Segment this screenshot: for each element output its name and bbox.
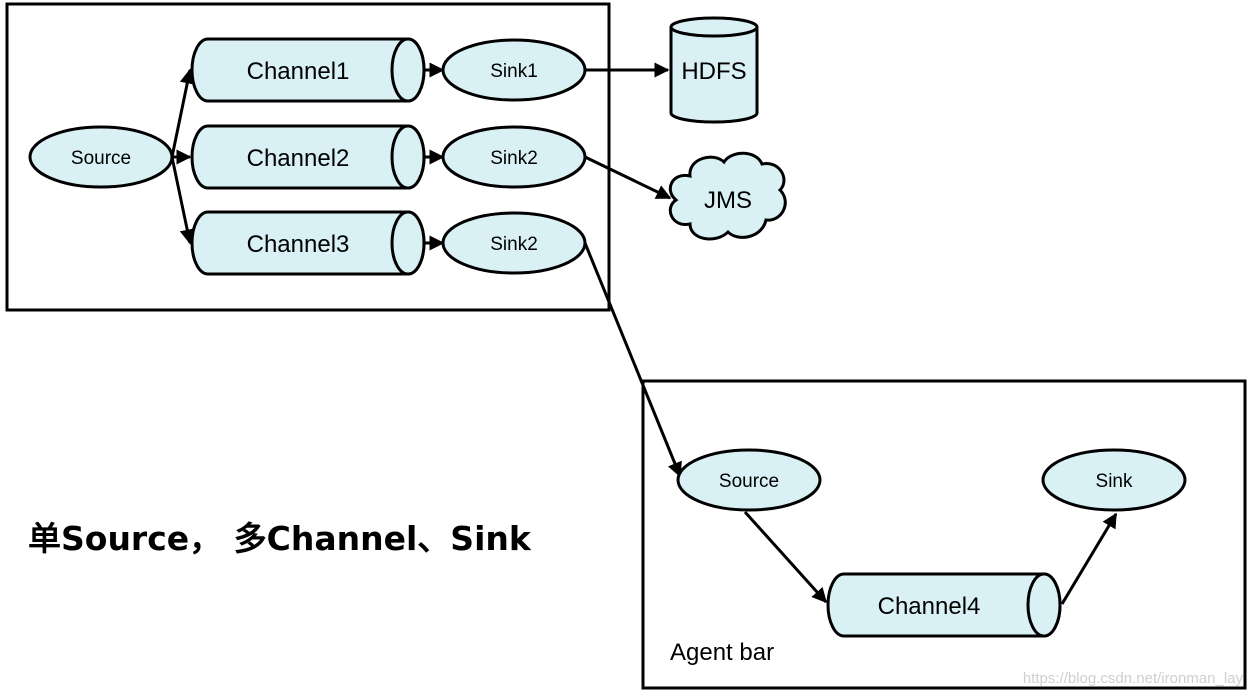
source-label: Source (71, 148, 131, 169)
agent-bar-title: Agent bar (670, 639, 774, 666)
sink1-node: Sink1 (441, 38, 587, 102)
hdfs-label: HDFS (681, 58, 746, 85)
bar-source-label: Source (719, 471, 779, 492)
hdfs-node: HDFS (669, 16, 759, 124)
edge-sink2-agent-bar-source (583, 242, 682, 478)
bar-sink-node: Sink (1041, 448, 1187, 512)
agent-bar-box (641, 379, 1247, 690)
diagram-caption: 单Source， 多Channel、Sink (28, 519, 531, 558)
edge-source-channel3 (170, 156, 195, 245)
agent-foo-box (5, 2, 611, 312)
watermark: https://blog.csdn.net/ironman_lay (1022, 670, 1243, 687)
channel4-node: Channel4 (826, 572, 1062, 638)
sink3-label: Sink2 (490, 234, 538, 255)
bar-source-node: Source (676, 448, 822, 512)
sink2-node: Sink2 (441, 125, 587, 189)
edge-source-channel1 (170, 68, 195, 158)
bar-sink-label: Sink (1096, 471, 1133, 492)
source-node: Source (28, 125, 174, 189)
channel2-node: Channel2 (190, 124, 426, 190)
channel3-label: Channel3 (247, 231, 350, 258)
sink2-label: Sink2 (490, 148, 538, 169)
jms-node: JMS (668, 151, 787, 241)
edge-source-channel4 (743, 510, 828, 604)
channel1-label: Channel1 (247, 58, 350, 85)
channel2-label: Channel2 (247, 145, 350, 172)
channel4-label: Channel4 (878, 593, 981, 620)
edge-sink2-jms (584, 155, 672, 200)
jms-label: JMS (704, 187, 752, 214)
channel3-node: Channel3 (190, 210, 426, 276)
sink3-node: Sink2 (441, 211, 587, 275)
channel1-node: Channel1 (190, 37, 426, 103)
sink1-label: Sink1 (490, 61, 538, 82)
edge-channel4-sink (1060, 512, 1118, 605)
